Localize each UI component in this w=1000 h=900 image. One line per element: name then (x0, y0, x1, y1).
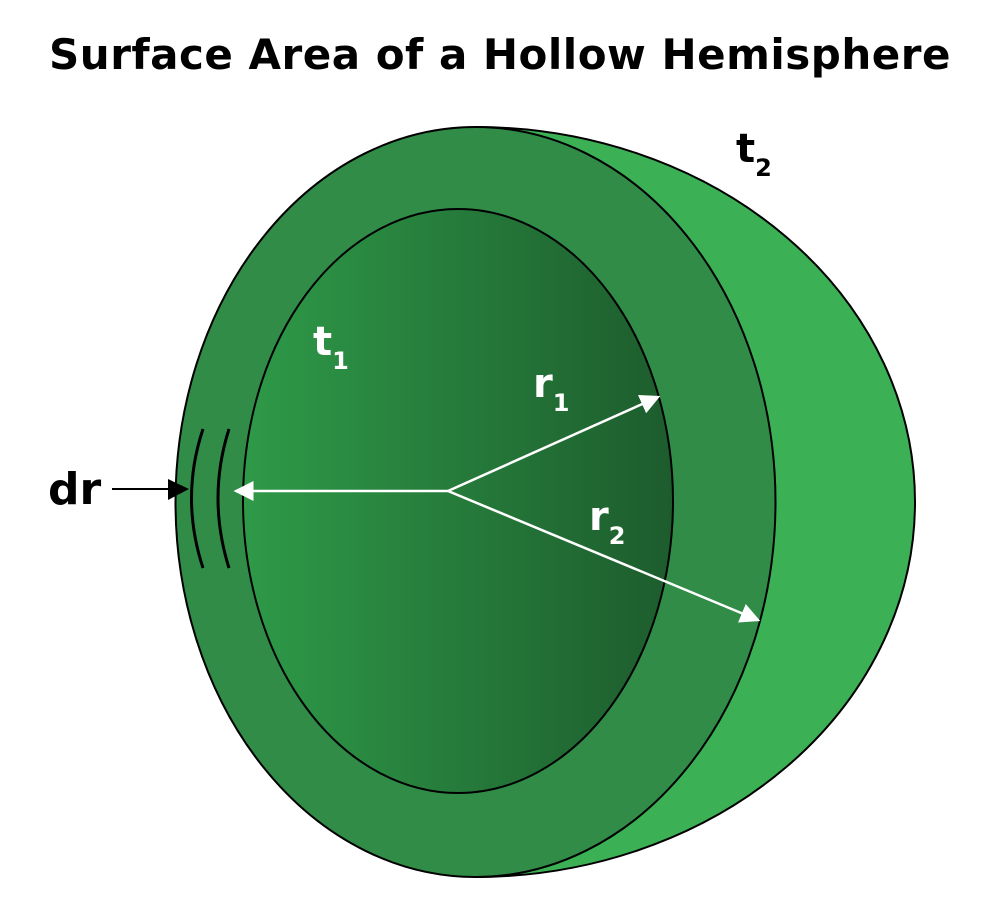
inner-surface (242, 208, 674, 794)
thickness-arcs (190, 428, 231, 569)
radius-r1-arrow (447, 395, 661, 493)
diagram-title: Surface Area of a Hollow Hemisphere (49, 30, 951, 79)
label-t2: t2 (736, 126, 772, 182)
label-r1: r1 (533, 361, 569, 417)
dr-pointer-arrowhead (168, 479, 189, 500)
label-dr: dr (48, 464, 101, 515)
label-t1: t1 (313, 319, 349, 375)
radius-r2-arrow (447, 489, 761, 623)
label-r2: r2 (589, 494, 625, 550)
